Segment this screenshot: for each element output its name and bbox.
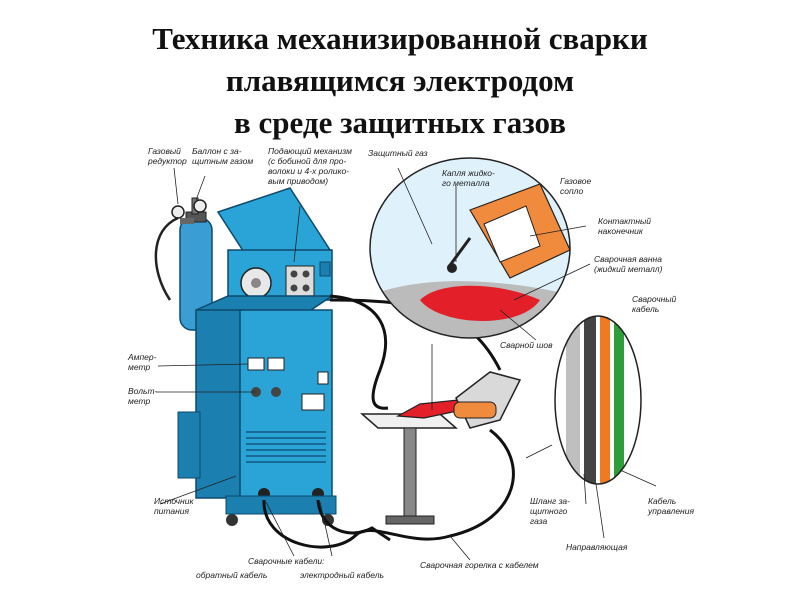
label-return-cable: обратный кабель (196, 570, 268, 580)
label-gas-hose: Шланг за- щитного газа (530, 496, 570, 526)
label-gas-nozzle: Газовое сопло (560, 176, 592, 196)
gas-nozzle-icon (446, 183, 570, 279)
label-gas-cylinder: Баллон с за- щитным газом (192, 146, 254, 166)
label-welding-cable: Сварочный кабель (632, 294, 677, 314)
label-weld-seam: Сварной шов (500, 340, 553, 350)
leader-lines (156, 167, 657, 561)
title-line-2: плавящимся электродом (225, 63, 575, 98)
label-contact-tip: Контактный наконечник (598, 216, 651, 236)
gas-hose-line (154, 216, 179, 301)
label-metal-drop: Капля жидко- го металла (442, 168, 495, 188)
label-power-source: Источник питания (154, 496, 194, 516)
label-weld-pool: Сварочная ванна (жидкий металл) (594, 254, 663, 274)
work-table (360, 413, 458, 525)
label-gas-reducer: Газовый редуктор (148, 146, 187, 166)
label-welding-cables: Сварочные кабели: (248, 556, 325, 566)
label-voltmeter: Вольт- метр (128, 386, 158, 406)
label-shield-gas: Защитный газ (368, 148, 428, 158)
title-line-1: Техника механизированной сварки (152, 21, 648, 56)
label-welding-gun: Сварочная горелка с кабелем (420, 560, 539, 570)
power-source (177, 295, 337, 526)
welding-gun (395, 371, 522, 429)
slide-title: Техника механизированной сварки плавящим… (0, 18, 800, 144)
title-line-3: в среде защитных газов (234, 105, 566, 140)
label-control-cable: Кабель управления (648, 496, 695, 516)
weld-zone-zoom (369, 157, 571, 339)
label-ammeter: Ампер- метр (128, 352, 157, 372)
feed-mechanism (216, 187, 333, 301)
label-electrode-cable: электродный кабель (300, 570, 385, 580)
cable-cross-section (554, 315, 642, 485)
label-guide: Направляющая (566, 542, 628, 552)
label-feed-mechanism: Подающий механизм (с бобиной для про- во… (268, 146, 352, 186)
